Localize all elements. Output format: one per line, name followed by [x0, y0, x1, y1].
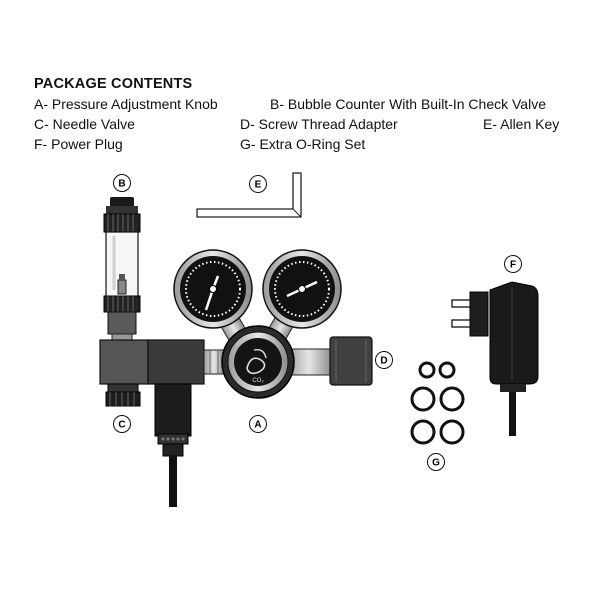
co2-badge: CO₂ — [252, 378, 264, 384]
item-screw-thread-adapter: D- Screw Thread Adapter — [240, 116, 398, 132]
callout-b: B — [113, 174, 131, 192]
callout-a: A — [249, 415, 267, 433]
callout-c: C — [113, 415, 131, 433]
screw-thread-adapter — [329, 336, 373, 386]
callout-e: E — [249, 175, 267, 193]
svg-text:B: B — [118, 179, 125, 190]
svg-text:A: A — [254, 420, 261, 431]
pressure-adjustment-knob: CO₂ — [221, 325, 333, 399]
o-ring-set — [410, 361, 465, 445]
item-pressure-adjustment-knob: A- Pressure Adjustment Knob — [34, 96, 218, 112]
svg-text:D: D — [380, 356, 387, 367]
svg-text:C: C — [118, 420, 125, 431]
svg-text:F: F — [510, 260, 516, 271]
allen-key — [196, 172, 302, 218]
item-allen-key: E- Allen Key — [483, 116, 560, 132]
callout-d: D — [375, 351, 393, 369]
pressure-gauge-left — [173, 249, 253, 346]
callout-f: F — [504, 255, 522, 273]
solenoid-with-cable — [154, 383, 192, 507]
pressure-gauge-right — [262, 249, 342, 346]
item-extra-o-ring-set: G- Extra O-Ring Set — [240, 136, 366, 152]
item-power-plug: F- Power Plug — [34, 136, 123, 152]
svg-text:E: E — [255, 180, 262, 191]
item-needle-valve: C- Needle Valve — [34, 116, 135, 132]
item-bubble-counter: B- Bubble Counter With Built-In Check Va… — [270, 96, 546, 112]
hex-connector — [203, 349, 225, 375]
package-contents-title: PACKAGE CONTENTS — [34, 76, 193, 92]
callout-g: G — [427, 453, 445, 471]
needle-valve — [99, 339, 205, 407]
power-plug — [451, 281, 539, 436]
bubble-counter — [103, 197, 141, 343]
svg-text:G: G — [432, 458, 440, 469]
